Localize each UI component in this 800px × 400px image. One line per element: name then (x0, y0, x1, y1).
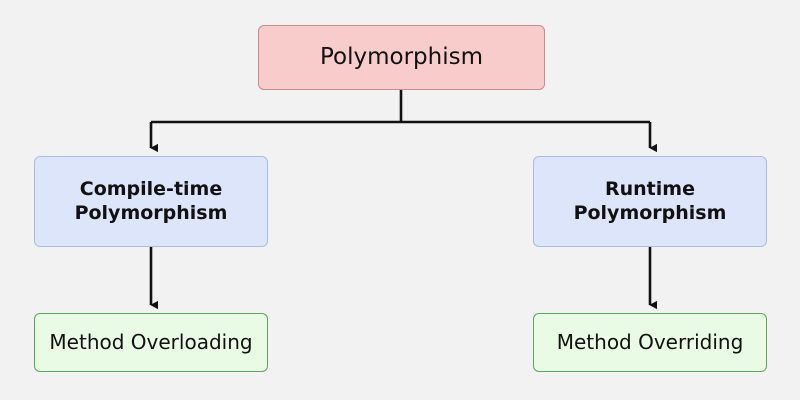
node-polymorphism[interactable]: Polymorphism (258, 25, 545, 90)
node-runtime-polymorphism[interactable]: Runtime Polymorphism (533, 156, 767, 247)
node-compile-time-polymorphism[interactable]: Compile-time Polymorphism (34, 156, 268, 247)
node-method-overriding[interactable]: Method Overriding (533, 313, 767, 372)
node-method-overloading[interactable]: Method Overloading (34, 313, 268, 372)
